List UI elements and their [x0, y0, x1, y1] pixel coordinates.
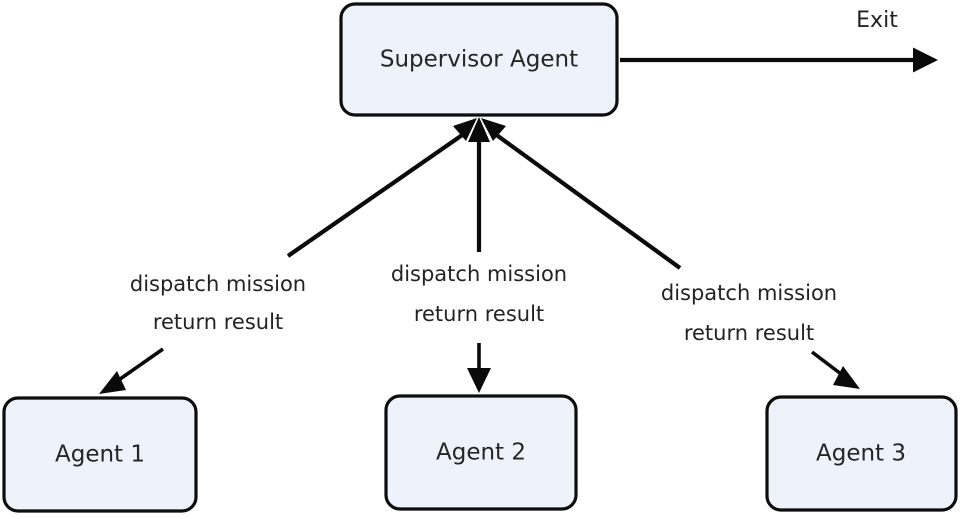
agent1-dispatch-line — [111, 347, 165, 386]
node-agent-1[interactable]: Agent 1 — [2, 396, 198, 513]
agent1-dispatch-arrow-head-icon — [99, 371, 126, 394]
agent3-dispatch-arrow-head-icon — [833, 366, 860, 389]
edge-label-agent2-line2: return result — [414, 302, 544, 326]
edge-label-agent3-line2: return result — [684, 321, 814, 345]
edge-label-agent1: dispatch mission return result — [130, 272, 306, 334]
supervisor-agent-label: Supervisor Agent — [380, 47, 578, 73]
agent1-return-arrow-head-icon — [453, 118, 477, 141]
edge-agent2-return-to-supervisor — [468, 117, 490, 252]
edge-label-agent1-line1: dispatch mission — [130, 272, 306, 296]
node-agent-2[interactable]: Agent 2 — [384, 394, 578, 511]
agent-3-label: Agent 3 — [816, 441, 906, 467]
agent2-dispatch-arrow-head-icon — [467, 368, 491, 393]
agent-2-label: Agent 2 — [436, 440, 526, 466]
exit-arrow-head-icon — [913, 47, 938, 73]
edge-label-agent2: dispatch mission return result — [391, 262, 567, 326]
supervisor-agent-box[interactable] — [339, 2, 619, 117]
agent1-return-line — [286, 129, 470, 258]
edge-label-agent3: dispatch mission return result — [661, 281, 837, 345]
agent3-return-arrow-head-icon — [481, 118, 506, 141]
node-supervisor-agent[interactable]: Supervisor Agent — [339, 2, 619, 117]
agent-1-label: Agent 1 — [55, 442, 145, 468]
agent3-return-line — [489, 129, 682, 270]
edge-label-agent1-line2: return result — [153, 310, 283, 334]
edge-agent3-return-to-supervisor — [481, 118, 682, 270]
edge-label-agent3-line1: dispatch mission — [661, 281, 837, 305]
edge-label-agent2-line1: dispatch mission — [391, 262, 567, 286]
edge-agent1-return-to-supervisor — [286, 118, 477, 258]
exit-label: Exit — [856, 8, 898, 33]
node-agent-3[interactable]: Agent 3 — [765, 395, 958, 512]
agent-1-box[interactable] — [2, 396, 198, 513]
edge-supervisor-to-agent1 — [99, 347, 165, 394]
agent-3-box[interactable] — [765, 395, 958, 512]
edge-supervisor-to-exit — [620, 47, 938, 73]
agent-2-box[interactable] — [384, 394, 578, 511]
agent2-return-arrow-head-icon — [468, 117, 490, 142]
edge-supervisor-to-agent2 — [467, 343, 491, 393]
edge-supervisor-to-agent3 — [810, 350, 860, 389]
